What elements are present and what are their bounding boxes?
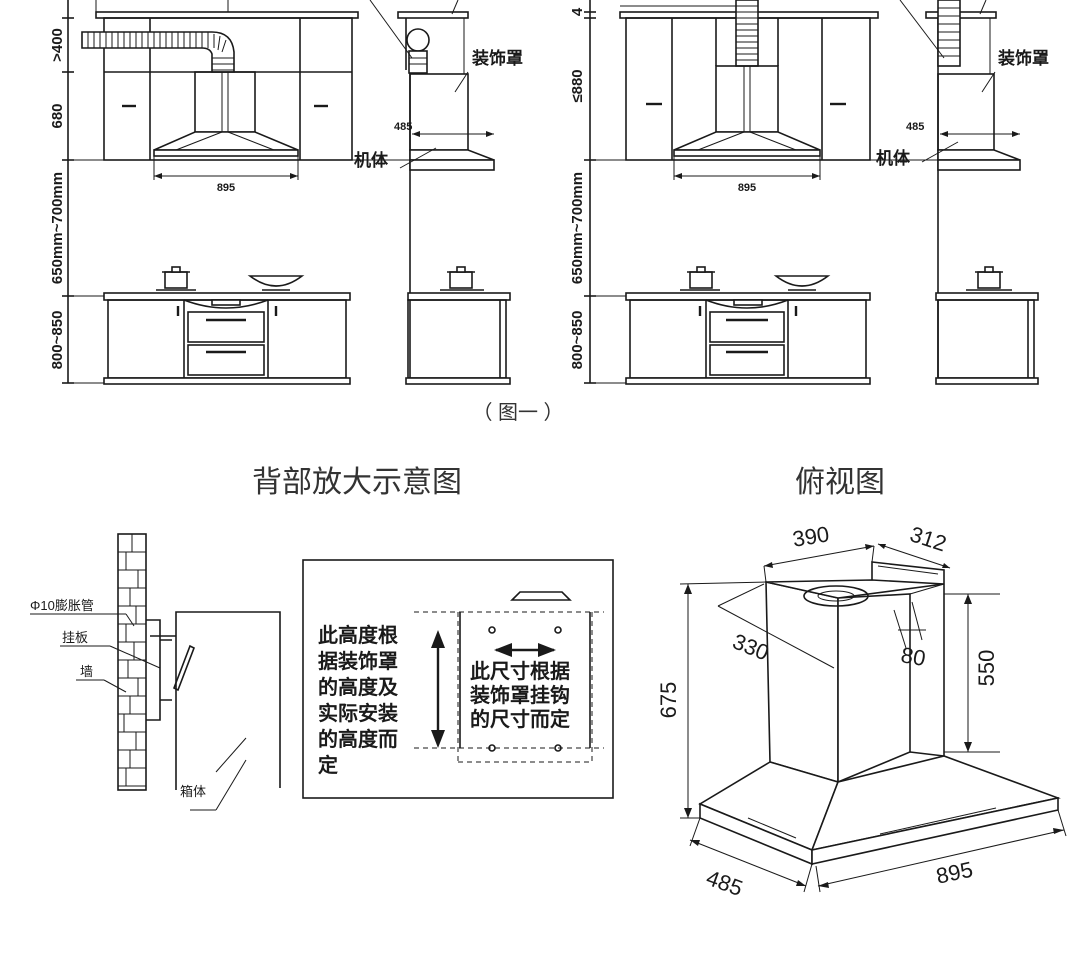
mounting-plate-label: 挂板 — [62, 630, 88, 645]
depth-485-label: 485 — [394, 121, 412, 133]
height-note-line-5: 的高度而 — [318, 727, 398, 751]
dim-312-label: 312 — [907, 521, 950, 556]
hood-body-label-right: 机体 — [876, 148, 911, 168]
width-895-label: 895 — [217, 182, 235, 194]
width-895-label-right: 895 — [738, 182, 756, 194]
expansion-bolt-label: Φ10膨胀管 — [30, 598, 94, 613]
height-gt400-label: >400 — [49, 28, 66, 62]
wall-section: Φ10膨胀管 挂板 墙 箱体 — [30, 533, 281, 811]
height-680-label: 680 — [49, 103, 66, 128]
depth-485-label-right: 485 — [906, 121, 924, 133]
height-4-label: 4 — [569, 7, 586, 16]
wall-label: 墙 — [80, 664, 93, 679]
height-le880-label: ≤880 — [569, 69, 586, 102]
range-hood-left — [153, 71, 299, 157]
size-note-line-1: 此尺寸根据 — [470, 659, 570, 683]
side-view-left: 485 装饰罩 机体 — [354, 0, 523, 385]
dim-390-label: 390 — [791, 521, 831, 551]
top-view-title: 俯视图 — [795, 466, 885, 499]
dim-675-label: 675 — [656, 682, 681, 719]
dim-485-label: 485 — [703, 865, 746, 901]
height-800-850-label-right: 800~850 — [569, 311, 586, 370]
figure-caption: （ 图一 ） — [472, 401, 563, 424]
front-view-left: 895 >400 680 650mm~ — [49, 0, 410, 385]
front-view-right: 895 4 ≤880 650mm~700mm 800~850 — [569, 0, 940, 385]
side-view-right: 485 装饰罩 机体 — [876, 0, 1049, 385]
decorative-cover-label-right: 装饰罩 — [997, 48, 1049, 68]
isometric-hood: 390 312 330 80 675 550 485 — [656, 521, 1067, 901]
height-note-line-6: 定 — [318, 753, 338, 777]
hood-body-label: 机体 — [354, 150, 389, 170]
height-note-line-4: 实际安装 — [318, 701, 398, 725]
height-650-700-label: 650mm~700mm — [49, 172, 66, 284]
kitchen-counter-left — [103, 266, 351, 385]
height-800-850-label: 800~850 — [49, 311, 66, 370]
dim-80-label: 80 — [899, 642, 927, 671]
rear-panel-detail: 此高度根 据装饰罩 的高度及 实际安装 的高度而 定 此尺寸根据 装饰罩挂钩 的… — [302, 559, 614, 799]
dim-550-label: 550 — [974, 650, 999, 687]
dim-330-label: 330 — [729, 629, 772, 666]
height-note-line-1: 此高度根 — [318, 623, 398, 647]
size-note-line-3: 的尺寸而定 — [470, 707, 570, 731]
size-note-line-2: 装饰罩挂钩 — [469, 683, 570, 707]
height-650-700-label-right: 650mm~700mm — [569, 172, 586, 284]
height-note-line-2: 据装饰罩 — [318, 649, 398, 673]
height-note-line-3: 的高度及 — [318, 675, 399, 699]
dim-895-label: 895 — [934, 857, 975, 889]
box-body-label: 箱体 — [180, 784, 206, 799]
exhaust-duct — [81, 31, 235, 73]
decorative-cover-label: 装饰罩 — [471, 48, 523, 68]
back-view-title: 背部放大示意图 — [252, 466, 462, 499]
